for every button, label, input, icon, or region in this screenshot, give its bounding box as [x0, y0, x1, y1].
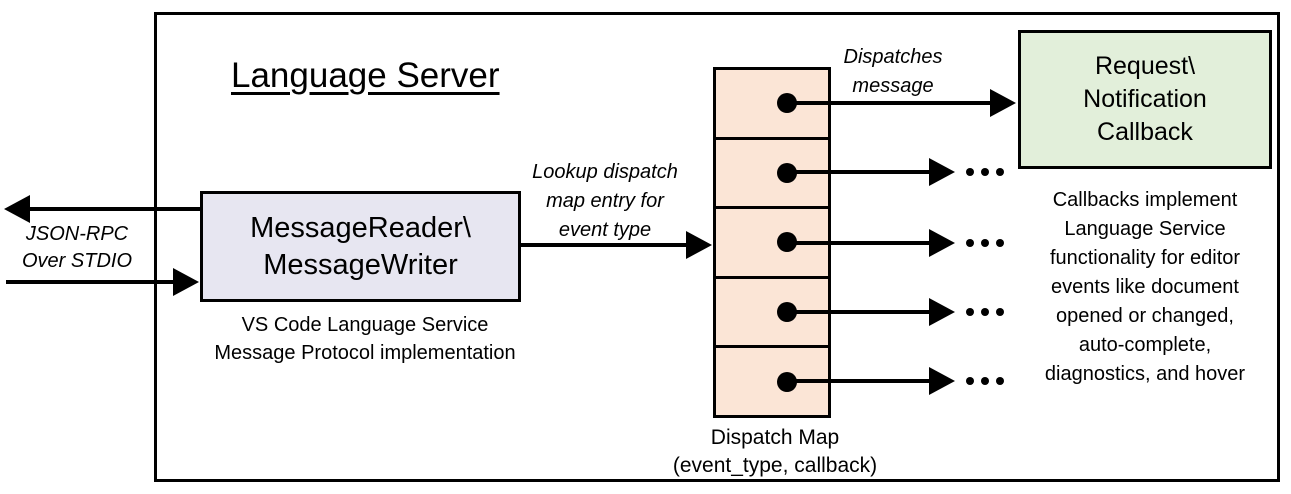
- ellipsis-icon: [966, 239, 1004, 247]
- inbound-arrow-line: [6, 280, 176, 284]
- ellipsis-icon: [966, 168, 1004, 176]
- lookup-arrow-line: [520, 243, 688, 247]
- reader-caption: VS Code Language Service Message Protoco…: [214, 314, 516, 364]
- ellipsis-icon: [966, 377, 1004, 385]
- dispatch-map-cell: [716, 140, 828, 210]
- outbound-arrowhead-icon: [4, 195, 30, 223]
- request-notification-callback-box: Request\ Notification Callback: [1018, 30, 1272, 169]
- callbacks-caption: Callbacks implement Language Service fun…: [1044, 189, 1246, 385]
- dispatch-arrowhead-icon: [929, 229, 955, 257]
- dispatch-arrowhead-icon: [990, 89, 1016, 117]
- message-reader-writer-label: MessageReader\ MessageWriter: [250, 211, 471, 281]
- dispatch-arrowhead-icon: [929, 367, 955, 395]
- ellipsis-icon: [966, 308, 1004, 316]
- message-reader-writer-box: MessageReader\ MessageWriter: [200, 191, 521, 302]
- callback-box-label: Request\ Notification Callback: [1083, 52, 1207, 146]
- lookup-arrowhead-icon: [686, 231, 712, 259]
- outbound-arrow-line: [26, 207, 200, 211]
- dispatch-arrowhead-icon: [929, 298, 955, 326]
- diagram-title: Language Server: [231, 56, 500, 95]
- dispatch-arrowhead-icon: [929, 158, 955, 186]
- dispatch-arrow-line: [787, 241, 931, 245]
- inbound-arrowhead-icon: [173, 268, 199, 296]
- json-rpc-stdio-label: JSON-RPC Over STDIO: [21, 223, 132, 272]
- dispatch-arrow-line: [787, 310, 931, 314]
- lookup-dispatch-label: Lookup dispatch map entry for event type: [532, 161, 678, 241]
- dispatch-map-label: Dispatch Map (event_type, callback): [672, 426, 878, 477]
- dispatch-arrow-line: [787, 379, 931, 383]
- dispatch-arrow-line: [787, 101, 992, 105]
- dispatch-arrow-line: [787, 170, 931, 174]
- dispatches-message-label: Dispatches message: [843, 46, 943, 97]
